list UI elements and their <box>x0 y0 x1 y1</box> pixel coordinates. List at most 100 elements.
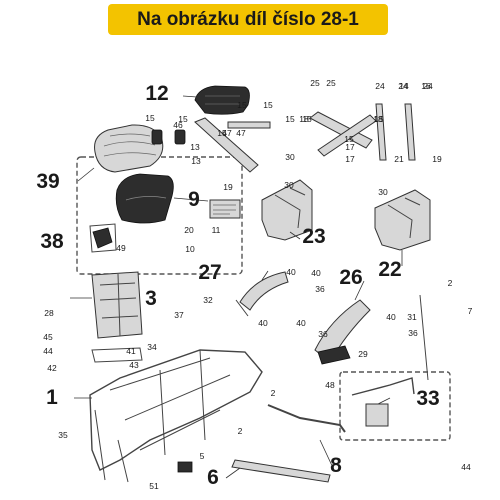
callout-40: 40 <box>286 267 296 277</box>
callout-30: 30 <box>285 152 295 162</box>
part-29-rail-piece <box>235 299 249 317</box>
part-27-grab-rail <box>239 271 289 311</box>
callout-49: 49 <box>116 243 126 253</box>
callout-44: 44 <box>43 346 53 356</box>
callout-9: 9 <box>188 188 200 211</box>
part-49-plate-marks <box>213 204 236 215</box>
part-38-lock-outline <box>89 223 117 253</box>
frame-seat-group <box>76 156 243 275</box>
callout-30: 30 <box>284 180 294 190</box>
part-38-lock-bracket <box>92 227 113 249</box>
callout-36: 36 <box>315 284 325 294</box>
callout-38: 38 <box>40 230 64 253</box>
callout-41: 41 <box>126 346 136 356</box>
callout-7: 7 <box>468 306 473 316</box>
callout-6: 6 <box>207 466 219 489</box>
callout-10: 10 <box>185 244 195 254</box>
callout-15: 15 <box>178 114 188 124</box>
leader-lines <box>70 95 403 479</box>
callout-31: 31 <box>407 312 417 322</box>
callout-42: 42 <box>47 363 57 373</box>
part-1-frame-tube-a <box>109 349 231 456</box>
callout-2: 2 <box>238 426 243 436</box>
callout-51: 51 <box>149 481 159 491</box>
callout-29: 29 <box>358 349 368 359</box>
part-46-clamp <box>151 129 163 145</box>
callout-5: 5 <box>200 451 205 461</box>
callout-20: 20 <box>184 225 194 235</box>
part-39-seat-cover-ribs <box>103 133 157 157</box>
part-12-seat-stitch <box>205 95 240 105</box>
part-33-plate <box>365 403 389 427</box>
callout-14: 14 <box>399 81 409 91</box>
callout-21: 21 <box>394 154 404 164</box>
part-49-plate <box>209 199 241 219</box>
part-22-bracket <box>374 189 431 251</box>
part-9-seat-highlight <box>125 196 167 201</box>
callout-32: 32 <box>203 295 213 305</box>
part-23-bracket <box>261 179 313 241</box>
callout-33: 33 <box>416 387 439 410</box>
part-42-bracket <box>91 347 143 363</box>
part-28-reflector <box>317 345 351 365</box>
part-6-footboard-bar <box>231 459 331 483</box>
part-51-bumper <box>177 461 193 473</box>
callout-40: 40 <box>258 318 268 328</box>
callout-26: 26 <box>339 266 362 289</box>
callout-47: 47 <box>222 128 232 138</box>
callout-37: 37 <box>174 310 184 320</box>
callout-8: 8 <box>330 454 342 477</box>
part-22-bracket-detail <box>387 197 421 239</box>
part-1-frame-tube-b <box>94 409 129 483</box>
frame-33-group <box>339 371 451 441</box>
callout-24: 24 <box>375 81 385 91</box>
callout-22: 22 <box>378 258 401 281</box>
part-48-cable <box>419 294 429 381</box>
part-33-rod <box>351 377 415 396</box>
callout-40: 40 <box>296 318 306 328</box>
callout-15: 15 <box>145 113 155 123</box>
callout-17: 17 <box>345 154 355 164</box>
callout-15: 15 <box>374 114 384 124</box>
callout-18: 18 <box>299 114 309 124</box>
part-14-upright <box>375 103 387 161</box>
callout-43: 43 <box>129 360 139 370</box>
part-8-stand <box>267 404 346 433</box>
callout-25: 25 <box>310 78 320 88</box>
callout-36: 36 <box>318 329 328 339</box>
part-18-link-upper <box>227 121 271 129</box>
part-12-seat-cushion <box>194 85 250 115</box>
callout-19: 19 <box>223 182 233 192</box>
callout-15: 15 <box>263 100 273 110</box>
callout-46: 46 <box>173 120 183 130</box>
callout-23: 23 <box>302 225 325 248</box>
part-47-clamp <box>174 129 186 145</box>
part-18-link-bar <box>194 117 259 173</box>
callout-47: 47 <box>236 128 246 138</box>
title-banner: Na obrázku díl číslo 28-1 <box>108 4 388 35</box>
part-9-seat <box>115 173 174 224</box>
callout-44: 44 <box>461 462 471 472</box>
callout-17: 17 <box>345 142 355 152</box>
callout-15: 15 <box>237 100 247 110</box>
part-1-main-frame <box>89 349 263 471</box>
callout-34: 34 <box>147 342 157 352</box>
callout-2: 2 <box>448 278 453 288</box>
callout-30: 30 <box>378 187 388 197</box>
callout-15: 15 <box>285 114 295 124</box>
callout-1: 1 <box>46 386 58 409</box>
title-text: Na obrázku díl číslo 28-1 <box>137 8 359 30</box>
callout-25: 25 <box>326 78 336 88</box>
part-14-upright-2 <box>404 103 416 161</box>
callout-24: 24 <box>398 81 408 91</box>
callout-12: 12 <box>145 82 168 105</box>
callout-36: 36 <box>408 328 418 338</box>
callout-40: 40 <box>386 312 396 322</box>
callout-28: 28 <box>44 308 54 318</box>
part-3-battery-box-detail <box>99 273 139 337</box>
callout-39: 39 <box>36 170 59 193</box>
callout-48: 48 <box>325 380 335 390</box>
part-23-bracket-detail <box>274 187 306 229</box>
callout-35: 35 <box>58 430 68 440</box>
